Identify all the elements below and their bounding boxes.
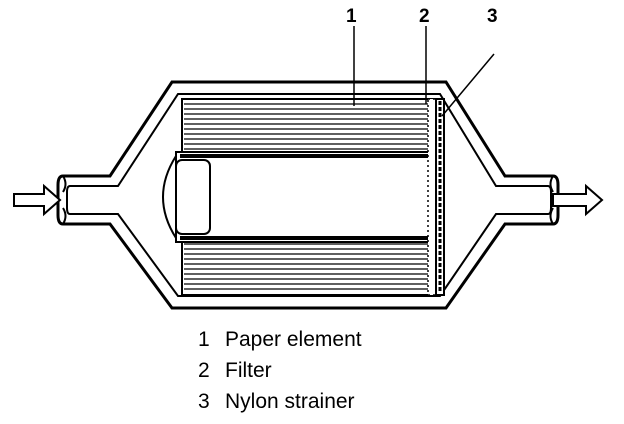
paper-element-pleats bbox=[184, 103, 428, 290]
housing-inner bbox=[66, 93, 552, 297]
pipe-flanges bbox=[62, 175, 554, 225]
callout-1: 1 bbox=[346, 6, 357, 27]
filter-layer bbox=[427, 98, 437, 296]
legend-label: Filter bbox=[225, 359, 272, 382]
center-tube bbox=[175, 151, 435, 243]
inlet-arrow-icon bbox=[13, 183, 62, 217]
legend-item: 1 Paper element bbox=[198, 324, 362, 355]
legend: 1 Paper element 2 Filter 3 Nylon strainer bbox=[198, 324, 362, 417]
legend-number: 3 bbox=[198, 390, 210, 413]
legend-number: 1 bbox=[198, 328, 210, 351]
end-cap bbox=[162, 155, 177, 239]
callout-3: 3 bbox=[487, 6, 498, 27]
legend-label: Paper element bbox=[225, 328, 362, 351]
legend-item: 2 Filter bbox=[198, 355, 362, 386]
outlet-arrow-icon bbox=[552, 183, 604, 217]
legend-number: 2 bbox=[198, 359, 210, 382]
paper-element bbox=[162, 98, 435, 296]
callout-2: 2 bbox=[419, 6, 430, 27]
legend-label: Nylon strainer bbox=[225, 390, 355, 413]
leader-line-3 bbox=[441, 53, 495, 117]
legend-item: 3 Nylon strainer bbox=[198, 386, 362, 417]
